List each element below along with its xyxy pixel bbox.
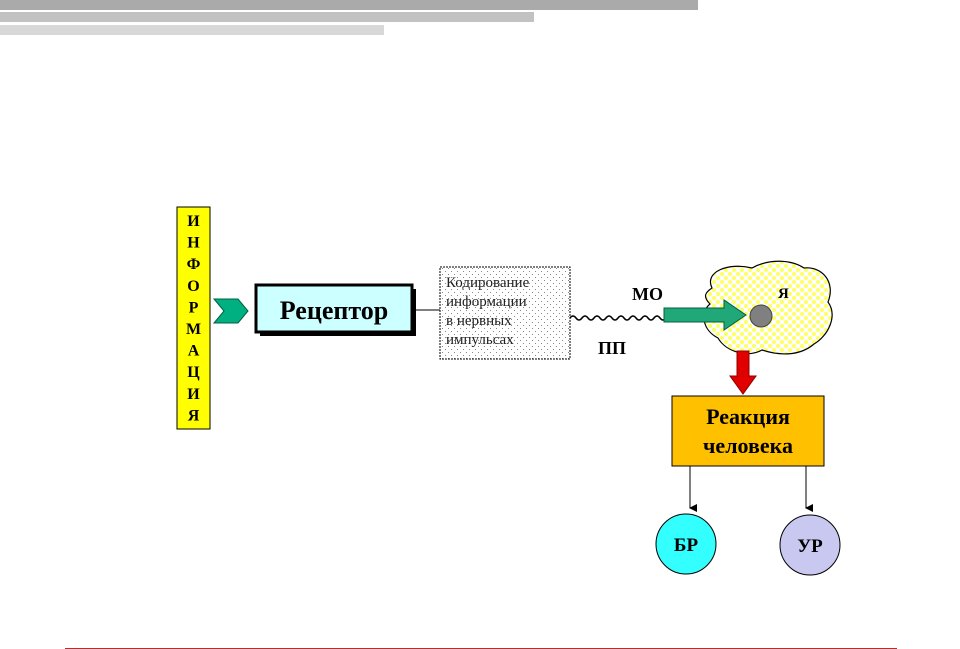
br-label: БР (674, 535, 699, 556)
information-letter: И (187, 386, 200, 403)
header-bar-1 (0, 0, 698, 10)
information-letter: М (186, 321, 201, 338)
coding-line-1: Кодирование (446, 275, 530, 291)
ur-circle (779, 514, 841, 576)
reaction-box (671, 395, 825, 467)
ya-label: Я (778, 286, 789, 302)
information-letter: Р (189, 299, 199, 316)
information-box (176, 206, 211, 430)
reaction-line-2: человека (703, 433, 793, 458)
receptor-box (254, 283, 414, 334)
chevron-arrow-icon (212, 298, 249, 324)
information-letter: И (187, 213, 200, 230)
information-letter: Ф (187, 256, 201, 273)
coding-line-3: в нервных (446, 313, 512, 329)
mo-label: МО (632, 284, 663, 304)
mo-arrow-icon (663, 299, 747, 331)
information-letter: Ц (187, 364, 200, 381)
coding-box (439, 266, 571, 360)
header-bar-2 (0, 12, 534, 22)
nerve-wave-line (569, 315, 667, 321)
ur-label: УР (797, 536, 823, 557)
coding-line-4: импульсах (446, 332, 514, 348)
receptor-label: Рецептор (280, 296, 388, 325)
br-circle (655, 513, 717, 575)
header-bar-3 (0, 25, 384, 35)
information-letter: О (187, 278, 199, 295)
reaction-line-1: Реакция (706, 404, 790, 429)
pp-label: ПП (598, 338, 626, 358)
information-letter: А (188, 343, 200, 360)
ego-nucleus (749, 304, 773, 328)
information-letter: Н (187, 235, 200, 252)
information-letter: Я (188, 407, 200, 424)
red-down-arrow-icon (729, 350, 757, 395)
coding-line-2: информации (446, 294, 527, 310)
